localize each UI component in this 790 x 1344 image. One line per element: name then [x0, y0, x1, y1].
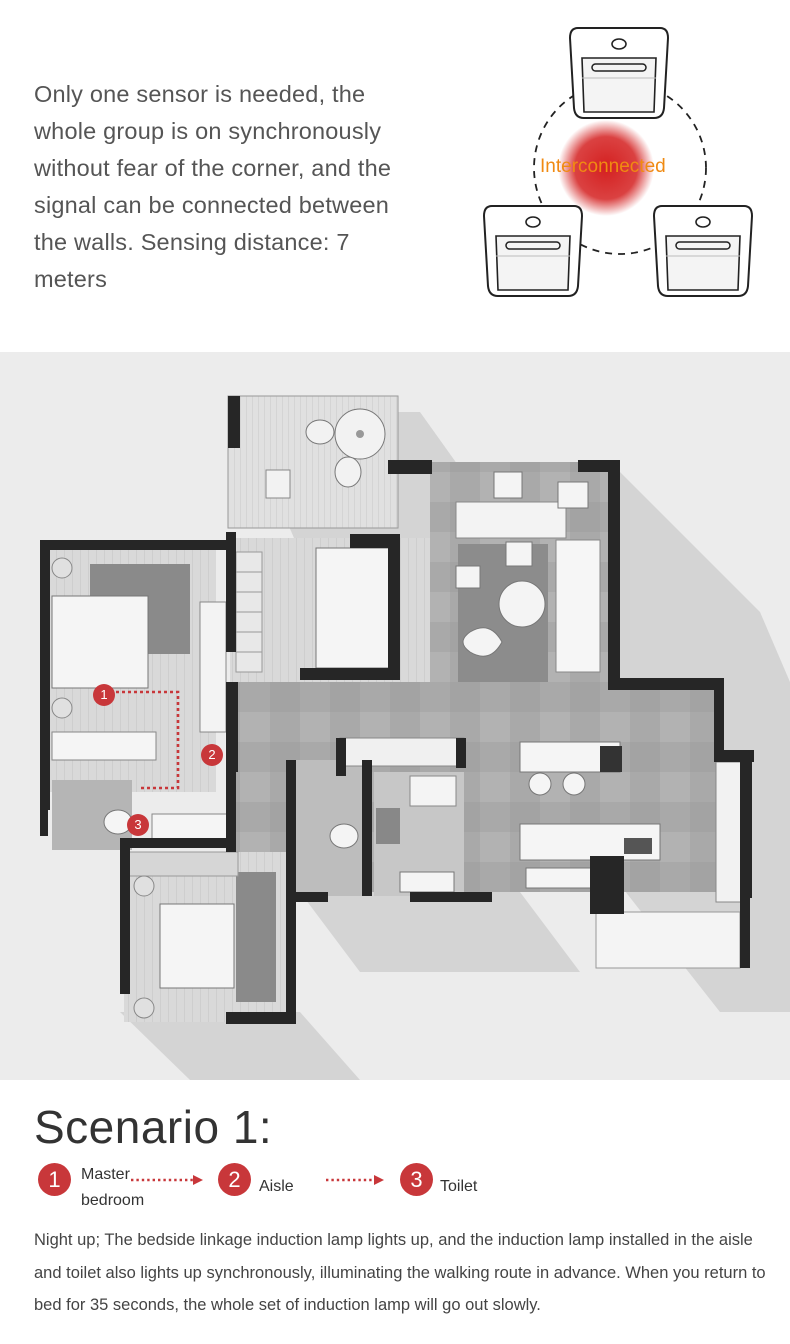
signal-glow [558, 120, 654, 216]
route-marker-1: 1 [93, 684, 115, 706]
interconnected-label: Interconnected [540, 156, 666, 177]
step-1-badge: 1 [38, 1163, 71, 1196]
step-2-badge: 2 [218, 1163, 251, 1196]
dotted-arrow-icon [326, 1175, 384, 1185]
route-marker-2: 2 [201, 744, 223, 766]
step-3-badge: 3 [400, 1163, 433, 1196]
scenario-title: Scenario 1: [34, 1101, 273, 1153]
route-marker-3: 3 [127, 814, 149, 836]
step-3-label: Toilet [440, 1178, 478, 1195]
intro-section: Only one sensor is needed, the whole gro… [0, 0, 790, 352]
sensor-light-icon [569, 27, 669, 119]
floor-plan: 1 2 3 [0, 352, 790, 1080]
sensor-light-icon [483, 205, 583, 297]
scenario-section: Scenario 1: 1 Master bedroom 2 Aisle 3 T… [0, 1080, 790, 1344]
interconnect-diagram [483, 27, 753, 297]
step-1-label: Master bedroom [81, 1166, 145, 1209]
scenario-description: Night up; The bedside linkage induction … [34, 1231, 766, 1314]
step-2-label: Aisle [259, 1178, 294, 1195]
intro-text: Only one sensor is needed, the whole gro… [34, 81, 392, 292]
floor-plan-drawing [40, 395, 790, 1080]
dotted-arrow-icon [131, 1175, 203, 1185]
walking-route [104, 690, 180, 790]
sensor-light-icon [653, 205, 753, 297]
